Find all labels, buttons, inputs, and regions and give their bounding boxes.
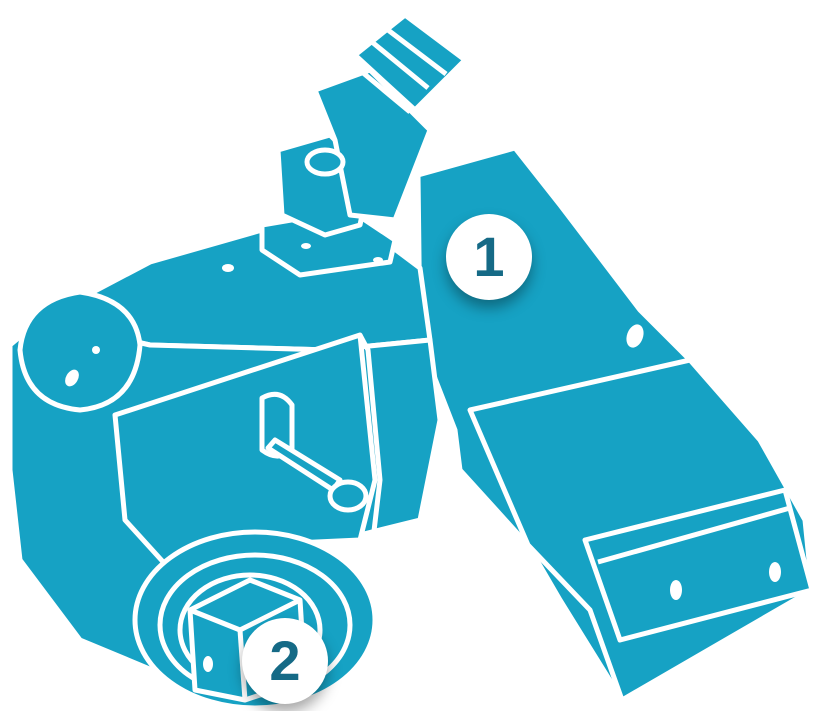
callout-1-label: 1 [473,229,504,285]
callout-2-label: 2 [269,633,300,689]
tool-body [10,15,812,708]
callout-2: 2 [242,618,328,704]
lever-knob [330,482,366,510]
callout-1: 1 [446,214,532,300]
cylinder-end [20,292,140,410]
